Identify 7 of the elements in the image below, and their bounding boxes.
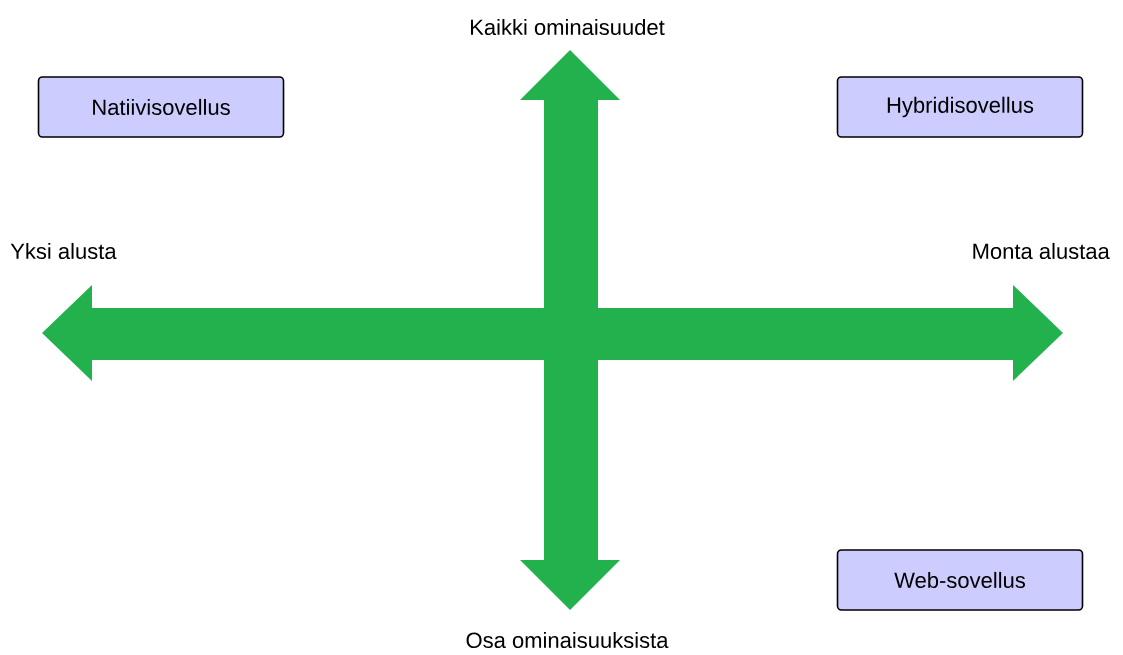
axis-label: Osa ominaisuuksista [466,631,669,649]
label-box: Natiivisovellus [37,76,285,138]
axis-label: Monta alustaa [973,242,1110,260]
axis-label: Yksi alusta [10,242,117,260]
axis-label: Kaikki ominaisuudet [471,18,665,36]
label-box: Web-sovellus [836,549,1084,611]
label-box: Hybridisovellus [836,76,1084,138]
